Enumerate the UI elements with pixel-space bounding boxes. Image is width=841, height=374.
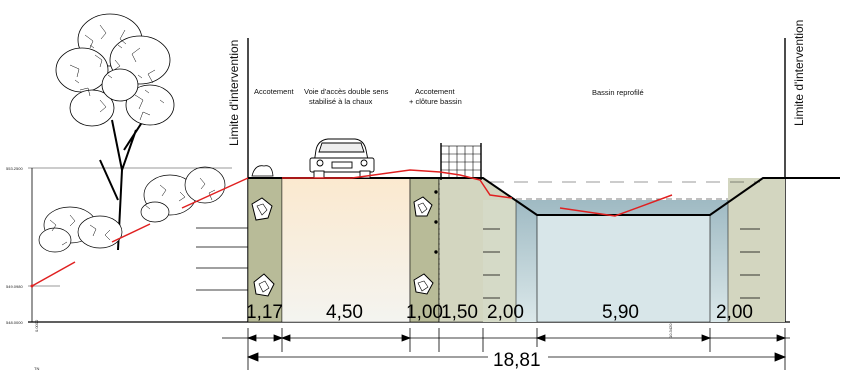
total-bg: [488, 347, 548, 369]
bank-right: [728, 178, 785, 322]
total-dimension: 18,81: [493, 350, 541, 371]
bank-left: [483, 200, 516, 322]
corner-mark: TN: [34, 366, 39, 371]
axis-label-mid: 10.3420: [668, 323, 673, 338]
elevation-bottom: 548.0000: [6, 320, 23, 325]
label-voie-line1: Voie d'accès double sens: [304, 87, 389, 96]
elevation-mid: 549.0980: [6, 284, 23, 289]
segment-dimensions: 1,17 4,50 1,00 1,50 2,00 5,90 2,00: [246, 302, 753, 323]
dim-1: 1,17: [246, 302, 283, 323]
access-road: [281, 177, 411, 323]
dim-7: 2,00: [716, 302, 753, 323]
limit-label-right: Limite d'intervention: [792, 20, 806, 126]
car-icon: [309, 138, 375, 179]
label-accotement2-line1: Accotement: [415, 87, 456, 96]
dim-2: 4,50: [326, 302, 363, 323]
existing-terrain-line: [31, 169, 673, 287]
boulder-icon: [251, 190, 438, 297]
shrub-icon: [38, 166, 226, 253]
dim-4: 1,50: [441, 302, 478, 323]
shoulder-left: [247, 177, 283, 323]
left-slope-steps: [196, 227, 248, 291]
label-accotement: Accotement: [254, 87, 295, 96]
axis-label-left: 0.0000: [34, 319, 39, 332]
fence-icon: [440, 143, 482, 180]
dimension-chain: [222, 328, 790, 370]
label-voie-line2: stabilisé à la chaux: [309, 97, 373, 106]
dim-3: 1,00: [406, 302, 443, 323]
tree-icon: [55, 13, 175, 251]
elevation-top: 553.2500: [6, 166, 23, 171]
dim-6: 5,90: [602, 302, 639, 323]
label-accotement2-line2: + clôture bassin: [409, 97, 462, 106]
dim-5: 2,00: [487, 302, 524, 323]
limit-label-left: Limite d'intervention: [227, 40, 241, 146]
bank-steps: [438, 178, 760, 322]
label-bassin: Bassin reprofilé: [592, 88, 644, 97]
small-bush-icon: [251, 165, 274, 177]
